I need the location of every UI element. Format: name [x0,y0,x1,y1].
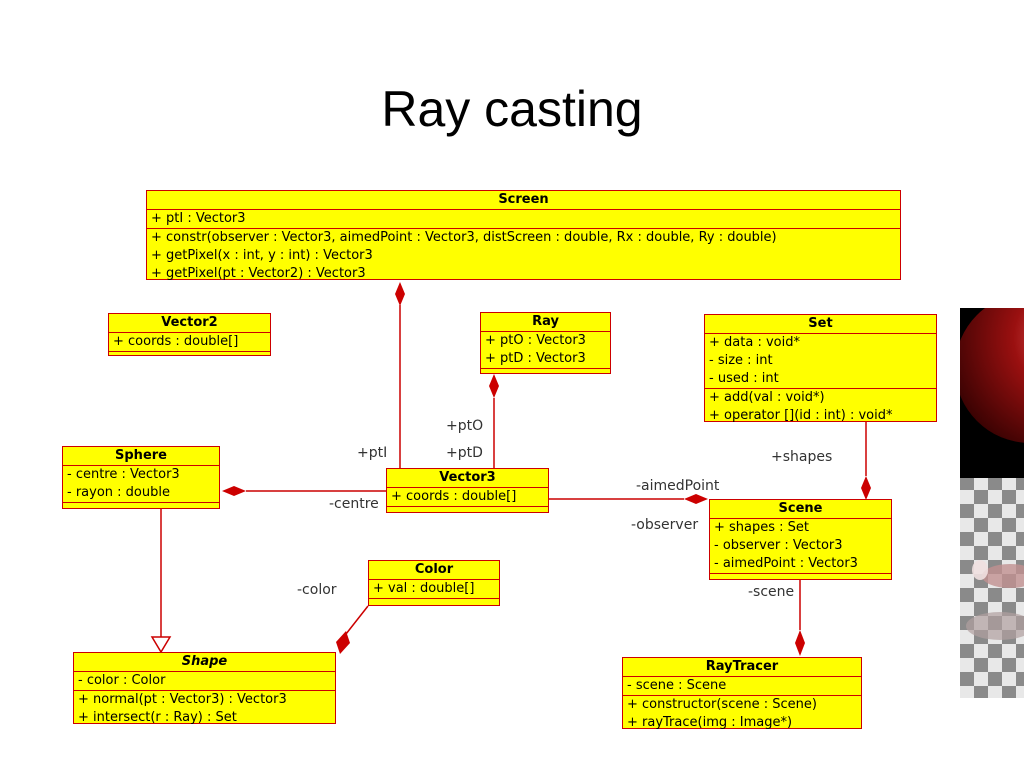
class-ray: Ray + ptO : Vector3 + ptD : Vector3 [480,312,611,374]
class-operations: + constructor(scene : Scene) + rayTrace(… [623,696,861,732]
attribute: + ptD : Vector3 [485,351,586,366]
diamond-sphere [222,486,246,496]
class-name: Vector3 [387,469,548,488]
attribute: + ptI : Vector3 [151,211,246,226]
diamond-raytracer [795,630,805,656]
operation: + operator [](id : int) : void* [709,408,893,423]
class-operations [710,574,891,578]
class-attributes: + ptO : Vector3 + ptD : Vector3 [481,332,610,369]
class-color: Color + val : double[] [368,560,500,606]
class-operations [109,352,270,356]
class-attributes: - centre : Vector3 - rayon : double [63,466,219,503]
attribute: + coords : double[] [391,489,517,504]
role-label-aimedPoint: -aimedPoint [636,478,720,494]
diamond-shape-color [336,631,350,654]
class-sphere: Sphere - centre : Vector3 - rayon : doub… [62,446,220,509]
class-name: Shape [74,653,335,672]
role-label-scene: -scene [748,584,795,600]
attribute: - used : int [709,371,779,386]
diamond-scene-set [861,476,871,500]
class-operations [63,503,219,507]
attribute: - size : int [709,353,773,368]
role-label-shapes: +shapes [771,449,833,465]
class-name: Scene [710,500,891,519]
class-attributes: + data : void* - size : int - used : int [705,334,936,389]
diamond-ray [489,374,499,398]
attribute: + coords : double[] [113,334,239,349]
role-label-ptI: +ptI [357,445,388,461]
operation: + rayTrace(img : Image*) [627,715,793,730]
diamond-screen [395,282,405,306]
attribute: - observer : Vector3 [714,538,843,553]
attribute: + val : double[] [373,581,475,596]
class-operations: + add(val : void*) + operator [](id : in… [705,389,936,425]
attribute: - scene : Scene [627,678,727,693]
class-name: RayTracer [623,658,861,677]
attribute: + data : void* [709,335,800,350]
attribute: + shapes : Set [714,520,810,535]
class-shape: Shape - color : Color + normal(pt : Vect… [73,652,336,727]
link-color-shape [345,605,369,635]
role-label-observer: -observer [631,517,699,533]
operation: + constructor(scene : Scene) [627,697,817,712]
attribute: - aimedPoint : Vector3 [714,556,858,571]
class-attributes: - scene : Scene [623,677,861,696]
attribute: - color : Color [78,673,166,688]
class-name: Screen [147,191,900,210]
class-attributes: + ptI : Vector3 [147,210,900,229]
raytraced-render-image [960,308,1024,698]
role-label-centre: -centre [329,496,379,512]
role-label-ptD: +ptD [446,445,483,461]
class-raytracer: RayTracer - scene : Scene + constructor(… [622,657,862,732]
class-name: Vector2 [109,314,270,333]
slide-title: Ray casting [381,81,643,137]
operation: + intersect(r : Ray) : Set [78,710,237,725]
class-vector3: Vector3 + coords : double[] [386,468,549,513]
class-name: Sphere [63,447,219,466]
attribute: + ptO : Vector3 [485,333,586,348]
class-scene: Scene + shapes : Set - observer : Vector… [709,499,892,580]
class-operations [481,369,610,373]
class-operations: + normal(pt : Vector3) : Vector3 + inter… [74,691,335,727]
class-name: Color [369,561,499,580]
class-operations [369,599,499,603]
operation: + getPixel(pt : Vector2) : Vector3 [151,266,366,281]
attribute: - rayon : double [67,485,170,500]
attribute: - centre : Vector3 [67,467,180,482]
generalization-triangle [150,636,172,654]
operation: + constr(observer : Vector3, aimedPoint … [151,230,777,245]
diamond-scene-vector3 [684,494,708,504]
class-operations: + constr(observer : Vector3, aimedPoint … [147,229,900,283]
class-attributes: - color : Color [74,672,335,691]
class-attributes: + shapes : Set - observer : Vector3 - ai… [710,519,891,574]
class-attributes: + coords : double[] [387,488,548,507]
operation: + getPixel(x : int, y : int) : Vector3 [151,248,373,263]
class-name: Ray [481,313,610,332]
class-name: Set [705,315,936,334]
class-attributes: + coords : double[] [109,333,270,352]
role-label-ptO: +ptO [446,418,484,434]
class-attributes: + val : double[] [369,580,499,599]
role-label-color: -color [297,582,337,598]
operation: + add(val : void*) [709,390,825,405]
class-screen: Screen + ptI : Vector3 + constr(observer… [146,190,901,283]
operation: + normal(pt : Vector3) : Vector3 [78,692,287,707]
class-set: Set + data : void* - size : int - used :… [704,314,937,425]
class-vector2: Vector2 + coords : double[] [108,313,271,356]
class-operations [387,507,548,511]
